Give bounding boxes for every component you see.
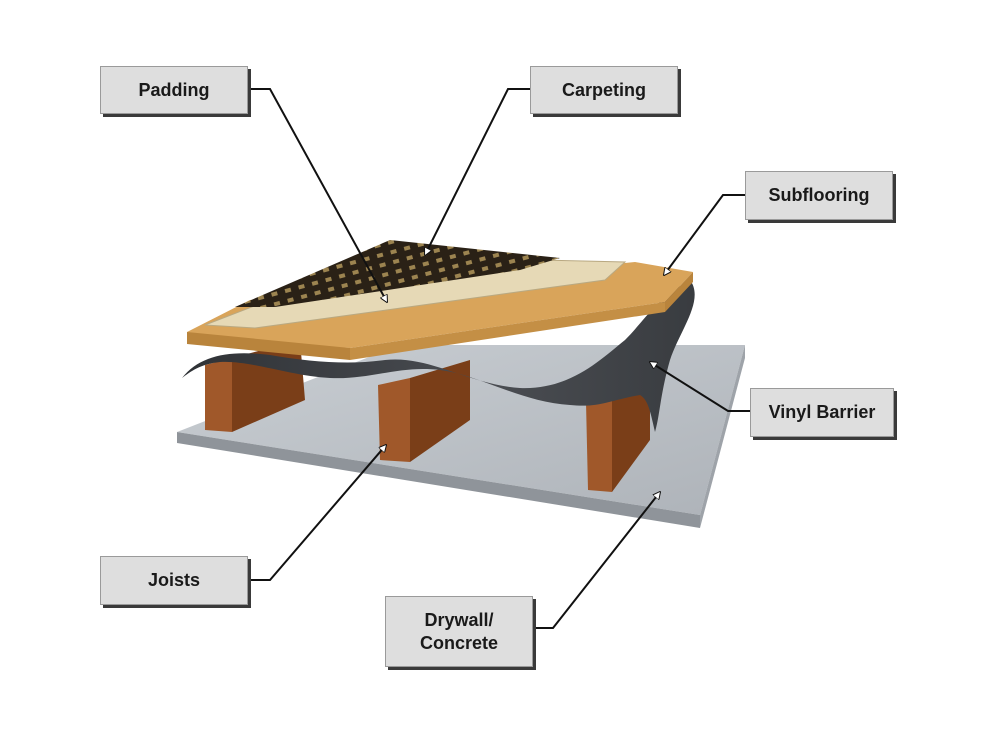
joists-leader: [247, 445, 386, 581]
leader-lines: [247, 88, 750, 629]
label-carpeting: Carpeting: [530, 66, 678, 114]
vinyl-barrier: [182, 280, 695, 432]
vinyl-barrier-leader: [650, 362, 750, 412]
label-joists: Joists: [100, 556, 248, 605]
label-subflooring: Subflooring: [745, 171, 893, 220]
carpeting-leader: [425, 88, 530, 255]
padding-leader: [247, 88, 387, 302]
carpeting-layer: [235, 240, 560, 307]
subflooring-leader: [664, 194, 745, 275]
label-padding: Padding: [100, 66, 248, 114]
label-vinyl-barrier: Vinyl Barrier: [750, 388, 894, 437]
label-drywall-concrete: Drywall/ Concrete: [385, 596, 533, 667]
drywall-leader: [531, 492, 660, 629]
